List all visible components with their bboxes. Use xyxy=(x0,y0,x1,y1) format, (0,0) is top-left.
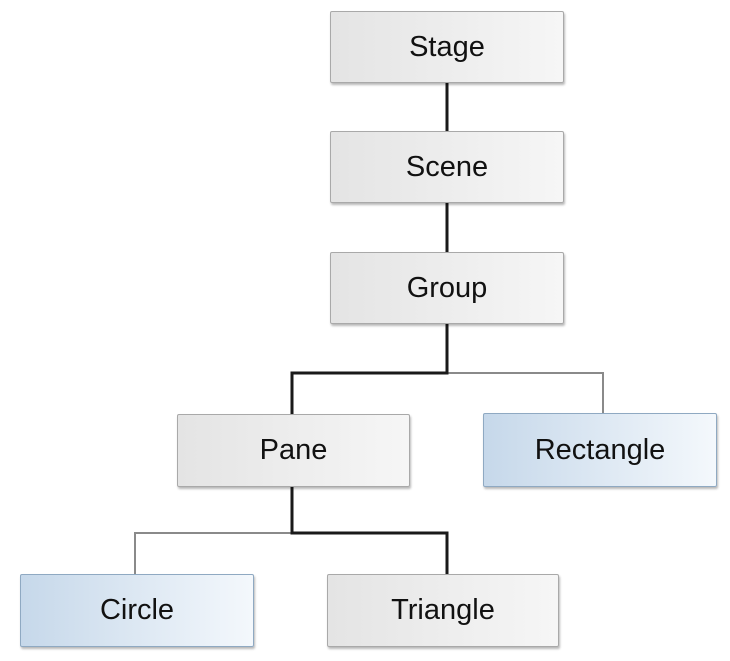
node-pane: Pane xyxy=(177,414,410,487)
edge-group-pane xyxy=(290,322,449,416)
node-group: Group xyxy=(330,252,564,324)
node-rectangle-label: Rectangle xyxy=(534,433,666,466)
node-circle-label: Circle xyxy=(99,594,175,626)
node-triangle-label: Triangle xyxy=(391,594,495,626)
node-circle: Circle xyxy=(20,574,254,647)
node-rectangle: Rectangle xyxy=(483,413,717,487)
node-scene-label: Scene xyxy=(405,150,489,183)
edge-pane-circle xyxy=(134,532,293,575)
node-scene: Scene xyxy=(330,131,564,203)
edge-group-rectangle xyxy=(446,372,604,414)
edge-pane-triangle xyxy=(290,485,449,576)
node-stage-label: Stage xyxy=(409,30,485,63)
node-group-label: Group xyxy=(406,271,488,304)
node-pane-label: Pane xyxy=(259,434,328,466)
node-triangle: Triangle xyxy=(327,574,559,647)
node-stage: Stage xyxy=(330,11,564,83)
